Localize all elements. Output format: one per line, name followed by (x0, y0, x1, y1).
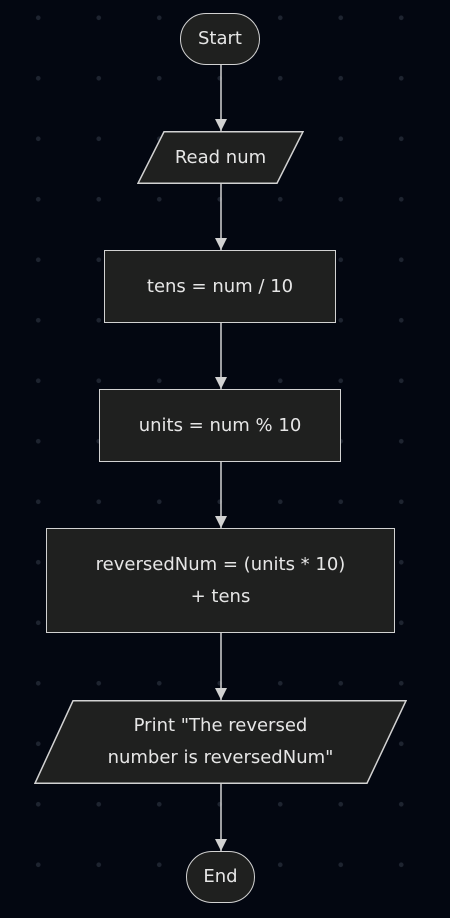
print-label-line2: number is reversedNum" (107, 747, 334, 768)
start-node: Start (180, 13, 260, 65)
end-node: End (186, 851, 255, 903)
reversed-num-node: reversedNum = (units * 10) + tens (46, 528, 395, 633)
read-num-node: Read num (137, 131, 304, 184)
print-label-line1: Print "The reversed (133, 715, 308, 736)
end-label: End (203, 866, 238, 887)
tens-node: tens = num / 10 (104, 250, 336, 323)
units-label: units = num % 10 (138, 414, 302, 436)
reversed-num-label-line1: reversedNum = (units * 10) (95, 553, 346, 575)
read-num-shape (137, 131, 304, 184)
read-num-label: Read num (174, 146, 267, 168)
reversed-num-label-line2: + tens (190, 585, 251, 607)
units-node: units = num % 10 (99, 389, 341, 462)
tens-label: tens = num / 10 (146, 275, 294, 297)
start-label: Start (198, 28, 242, 49)
print-shape (34, 700, 407, 784)
print-node: Print "The reversed number is reversedNu… (34, 700, 407, 784)
